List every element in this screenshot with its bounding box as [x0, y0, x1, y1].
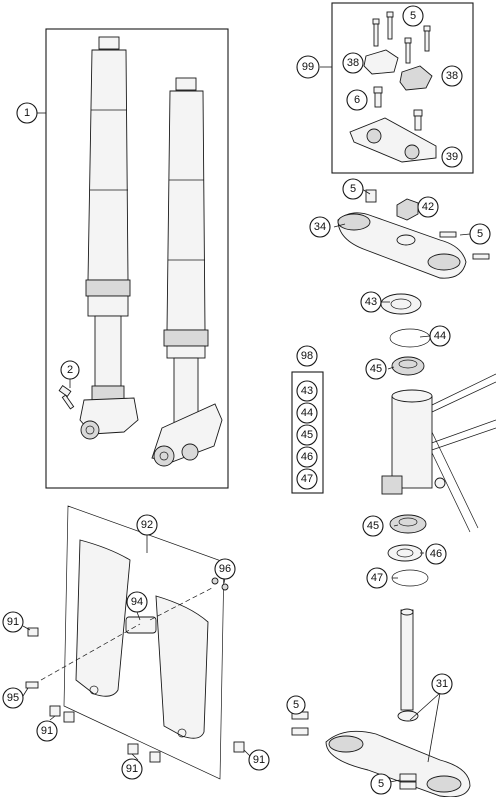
callout-96-label: 96 [219, 563, 231, 575]
fork-group-frame [45, 28, 229, 489]
callout-98-label: 98 [301, 350, 313, 362]
callout-5-lower-right: 5 [370, 773, 392, 795]
callout-31-label: 31 [436, 678, 448, 690]
callout-94-label: 94 [131, 596, 143, 608]
callout-6-label: 6 [354, 94, 360, 106]
callout-38-right-label: 38 [446, 70, 458, 82]
kit-98-item-43-label: 43 [301, 385, 313, 397]
kit-98-item-44-label: 44 [301, 407, 313, 419]
callout-31: 31 [431, 673, 453, 695]
callout-47: 47 [366, 567, 388, 589]
callout-5-top-bolt-label: 5 [350, 183, 356, 195]
kit-98-item-45: 45 [296, 424, 318, 446]
callout-91-right: 91 [248, 749, 270, 771]
kit-98-item-47: 47 [296, 468, 318, 490]
callout-38-right: 38 [441, 65, 463, 87]
callout-46: 46 [425, 543, 447, 565]
fork-leg-right [151, 77, 223, 467]
callout-34-label: 34 [314, 221, 326, 233]
frame-steering-head [381, 373, 496, 533]
kit-98-item-46: 46 [296, 446, 318, 468]
callout-45-lower-label: 45 [367, 520, 379, 532]
callout-5-lower-left: 5 [286, 695, 306, 715]
callout-46-label: 46 [430, 548, 442, 560]
callout-39-label: 39 [446, 151, 458, 163]
kit-98-item-44: 44 [296, 402, 318, 424]
callout-91-left: 91 [2, 611, 24, 633]
leader-lines [22, 66, 471, 783]
callout-44-label: 44 [434, 330, 446, 342]
callout-1: 1 [16, 102, 38, 124]
callout-5-lower-left-label: 5 [293, 699, 299, 711]
callout-5-top-bolt: 5 [342, 178, 364, 200]
callout-47-label: 47 [371, 572, 383, 584]
callout-45-lower: 45 [362, 515, 384, 537]
callout-5-kit: 5 [402, 5, 424, 27]
callout-95: 95 [2, 687, 24, 709]
kit-98-item-46-label: 46 [301, 451, 313, 463]
callout-44: 44 [429, 325, 451, 347]
callout-92-label: 92 [141, 519, 153, 531]
lower-triple-clamp [291, 608, 471, 797]
callout-5-lower-right-label: 5 [378, 778, 384, 790]
callout-39: 39 [441, 146, 463, 168]
callout-91-bottom-label: 91 [126, 763, 138, 775]
callout-2-label: 2 [67, 364, 73, 376]
callout-94: 94 [126, 591, 148, 613]
callout-5-kit-label: 5 [410, 10, 416, 22]
callout-95-label: 95 [7, 692, 19, 704]
callout-1-label: 1 [24, 107, 30, 119]
kit-98-item-43: 43 [296, 380, 318, 402]
callout-6: 6 [346, 89, 368, 111]
kit-98-frame [291, 371, 324, 494]
kit-98-item-45-label: 45 [301, 429, 313, 441]
callout-91-lower-left-label: 91 [41, 725, 53, 737]
fastener-screws [25, 385, 245, 763]
upper-triple-clamp [337, 189, 490, 279]
fork-protector [33, 505, 229, 780]
callout-5-clamp-bolt-label: 5 [477, 228, 483, 240]
kit-99-parts [349, 11, 437, 163]
callout-91-left-label: 91 [7, 616, 19, 628]
callout-92: 92 [136, 514, 158, 536]
kit-98-item-47-label: 47 [301, 473, 313, 485]
callout-45-upper: 45 [365, 358, 387, 380]
callout-98: 98 [296, 345, 318, 367]
callout-38-left: 38 [342, 52, 364, 74]
callout-96: 96 [214, 558, 236, 580]
callout-43: 43 [360, 291, 382, 313]
callout-34: 34 [309, 216, 331, 238]
callout-43-label: 43 [365, 296, 377, 308]
lower-bearing-stack [387, 514, 429, 587]
callout-2: 2 [60, 360, 80, 380]
fork-leg-left [79, 36, 139, 440]
callout-99-label: 99 [302, 61, 314, 73]
callout-5-clamp-bolt: 5 [469, 223, 491, 245]
callout-91-right-label: 91 [253, 754, 265, 766]
callout-42: 42 [417, 196, 439, 218]
callout-42-label: 42 [422, 201, 434, 213]
callout-91-lower-left: 91 [36, 720, 58, 742]
upper-bearing-stack [380, 293, 431, 376]
callout-99: 99 [296, 55, 320, 79]
kit-99-frame [331, 2, 474, 174]
callout-91-bottom: 91 [121, 758, 143, 780]
callout-38-left-label: 38 [347, 57, 359, 69]
callout-45-upper-label: 45 [370, 363, 382, 375]
